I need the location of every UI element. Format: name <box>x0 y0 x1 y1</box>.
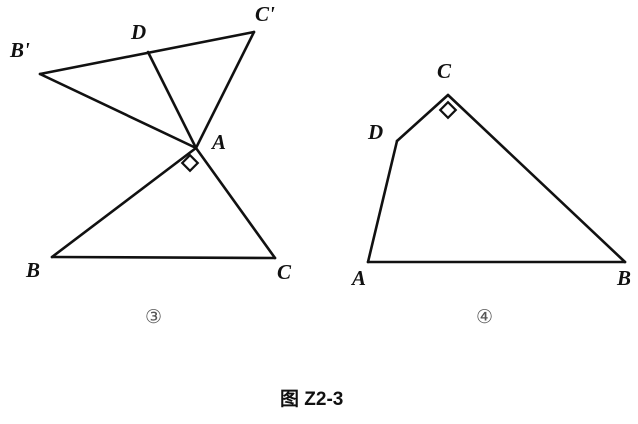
label-panel3-C-prime: C' <box>255 2 275 26</box>
figure-caption: 图 Z2-3 <box>280 389 344 410</box>
label-panel3-B: B <box>26 258 41 282</box>
label-panel4-B: B <box>617 266 632 290</box>
right-angle-square-at-A <box>180 153 200 173</box>
segment-D-C <box>395 93 450 143</box>
segment-C'-A <box>194 30 256 150</box>
label-panel3-B-prime: B' <box>10 38 30 62</box>
panel-3-lines <box>38 30 277 260</box>
segment-B'-A <box>38 72 198 150</box>
panel-number-4: ④ <box>476 307 494 328</box>
segment-B-A <box>50 146 198 259</box>
segment-B-C <box>50 255 277 260</box>
panel-3-right-angle-mark <box>180 153 200 173</box>
segment-A-D <box>366 139 399 264</box>
right-angle-square-at-C <box>438 100 458 120</box>
label-panel3-D: D <box>131 20 147 44</box>
segment-C-A <box>194 146 277 260</box>
segment-C-B <box>446 93 627 264</box>
label-panel3-A: A <box>212 130 227 154</box>
panel-number-3: ③ <box>145 307 163 328</box>
segment-B'-C' <box>38 30 256 76</box>
panel-4-right-angle-mark <box>438 100 458 120</box>
label-panel4-A: A <box>352 266 367 290</box>
panel-4-lines <box>366 93 627 264</box>
label-panel3-C: C <box>277 260 292 284</box>
label-panel4-C: C <box>437 59 452 83</box>
label-panel4-D: D <box>368 120 384 144</box>
segment-D-A <box>146 50 198 150</box>
